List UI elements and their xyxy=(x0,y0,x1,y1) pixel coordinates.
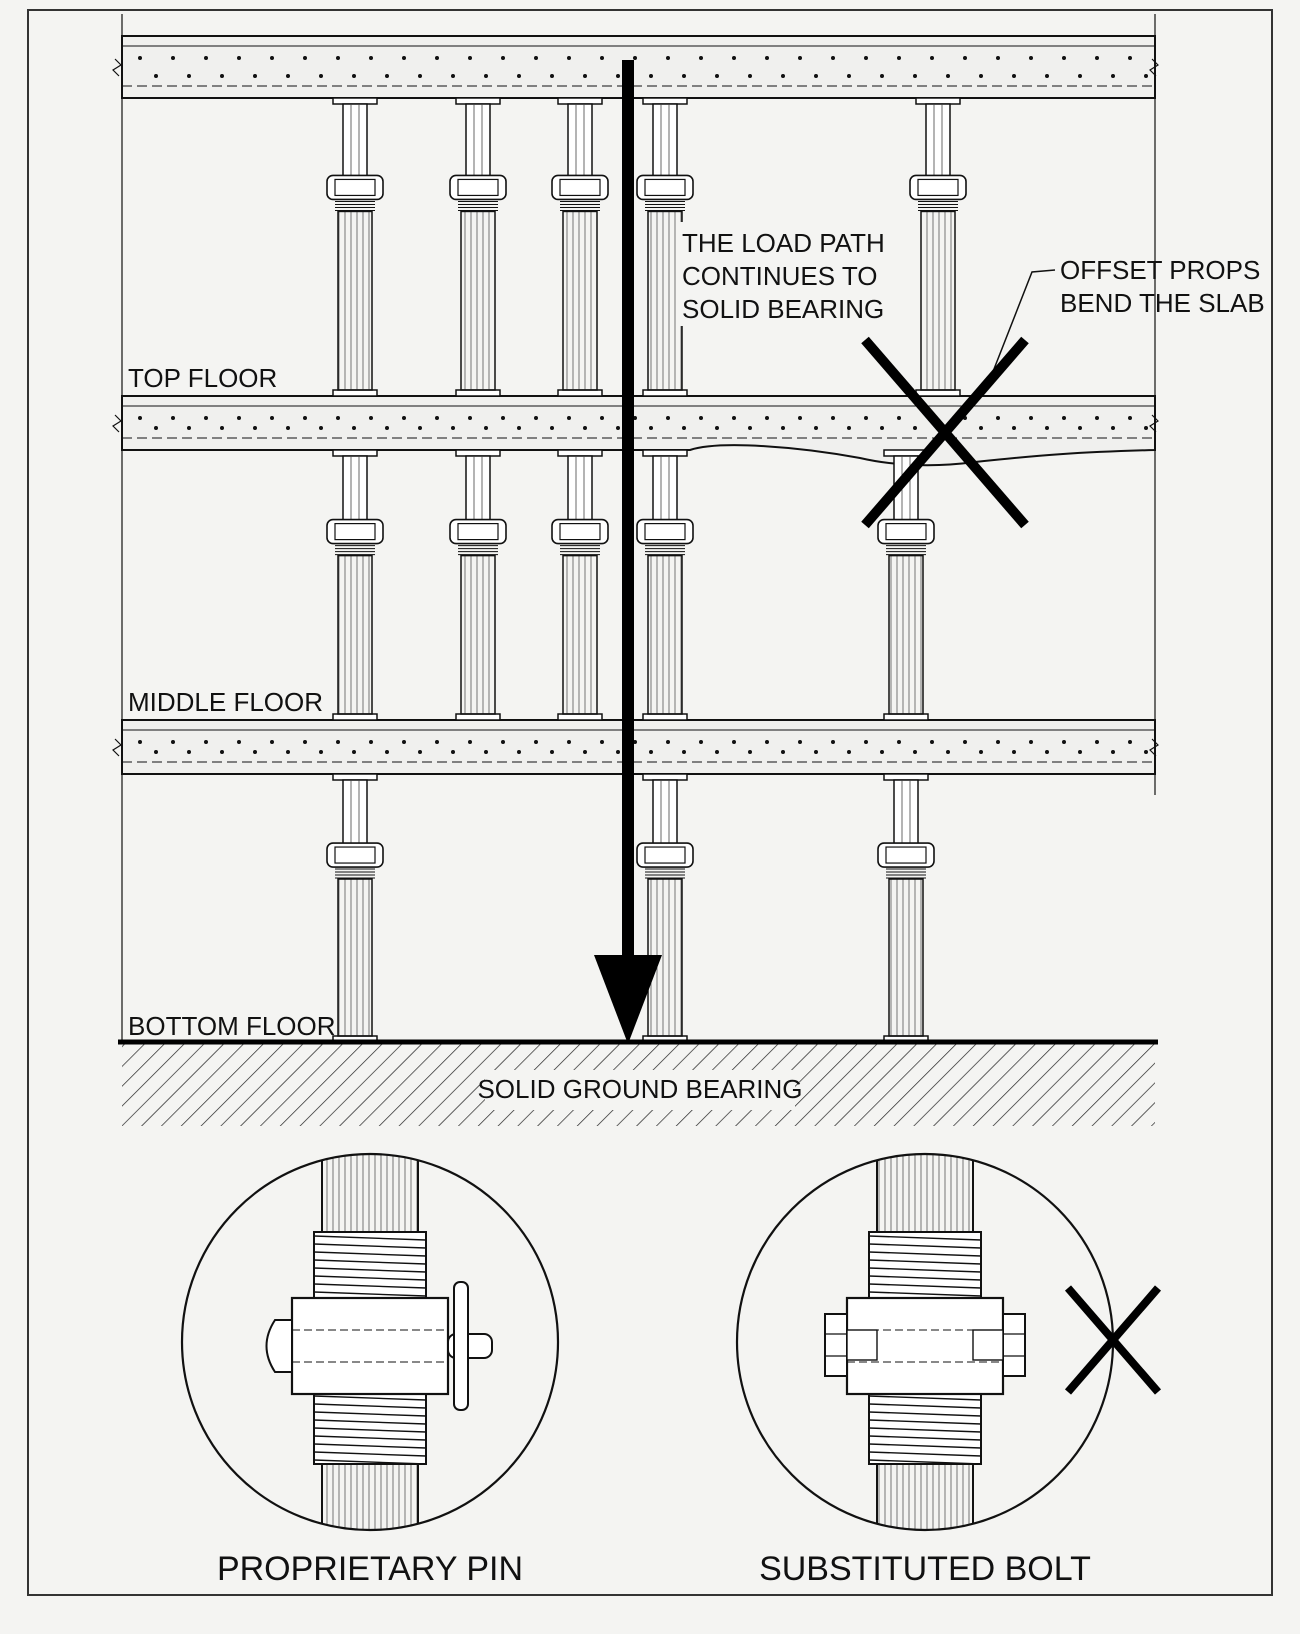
pin-caption: PROPRIETARY PIN xyxy=(217,1550,523,1588)
ground: SOLID GROUND BEARING xyxy=(118,1039,1158,1126)
load-path-line-3: SOLID BEARING xyxy=(682,294,884,324)
sheet-border xyxy=(27,9,1273,1596)
bolt-caption: SUBSTITUTED BOLT xyxy=(759,1550,1091,1588)
prop-lower-3 xyxy=(877,773,935,1043)
props xyxy=(326,97,967,1043)
prop-upper-5 xyxy=(909,97,967,397)
prop-middle-3 xyxy=(551,449,609,721)
offset-props-line-1: OFFSET PROPS xyxy=(1060,255,1260,285)
bottom-floor-label: BOTTOM FLOOR xyxy=(128,1011,336,1041)
load-path-callout: THE LOAD PATH CONTINUES TO SOLID BEARING xyxy=(676,222,885,326)
prop-middle-2 xyxy=(449,449,507,721)
prop-upper-1 xyxy=(326,97,384,397)
top-floor-label: TOP FLOOR xyxy=(128,363,277,393)
bolt-cross-mark xyxy=(1064,1285,1162,1395)
load-path-line-2: CONTINUES TO xyxy=(682,261,878,291)
prop-middle-4 xyxy=(636,449,694,721)
prop-lower-2 xyxy=(636,773,694,1043)
floor-slabs xyxy=(112,35,1159,775)
load-path-arrow xyxy=(594,60,662,1044)
prop-upper-3 xyxy=(551,97,609,397)
prop-upper-2 xyxy=(449,97,507,397)
top-floor-slab xyxy=(112,395,1159,467)
ground-label: SOLID GROUND BEARING xyxy=(477,1074,802,1104)
roof-slab xyxy=(112,35,1159,99)
load-path-line-1: THE LOAD PATH xyxy=(682,228,885,258)
middle-floor-label: MIDDLE FLOOR xyxy=(128,687,323,717)
bolt-detail xyxy=(735,1152,1115,1532)
offset-cross-mark xyxy=(861,336,1029,529)
offset-props-line-2: BEND THE SLAB xyxy=(1060,288,1265,318)
prop-middle-1 xyxy=(326,449,384,721)
prop-lower-1 xyxy=(326,773,384,1043)
pin-detail xyxy=(180,1152,560,1532)
middle-floor-slab xyxy=(112,719,1159,775)
offset-props-callout: OFFSET PROPS BEND THE SLAB xyxy=(984,255,1265,393)
connection-details xyxy=(180,1152,1162,1532)
prop-middle-5 xyxy=(877,449,935,721)
